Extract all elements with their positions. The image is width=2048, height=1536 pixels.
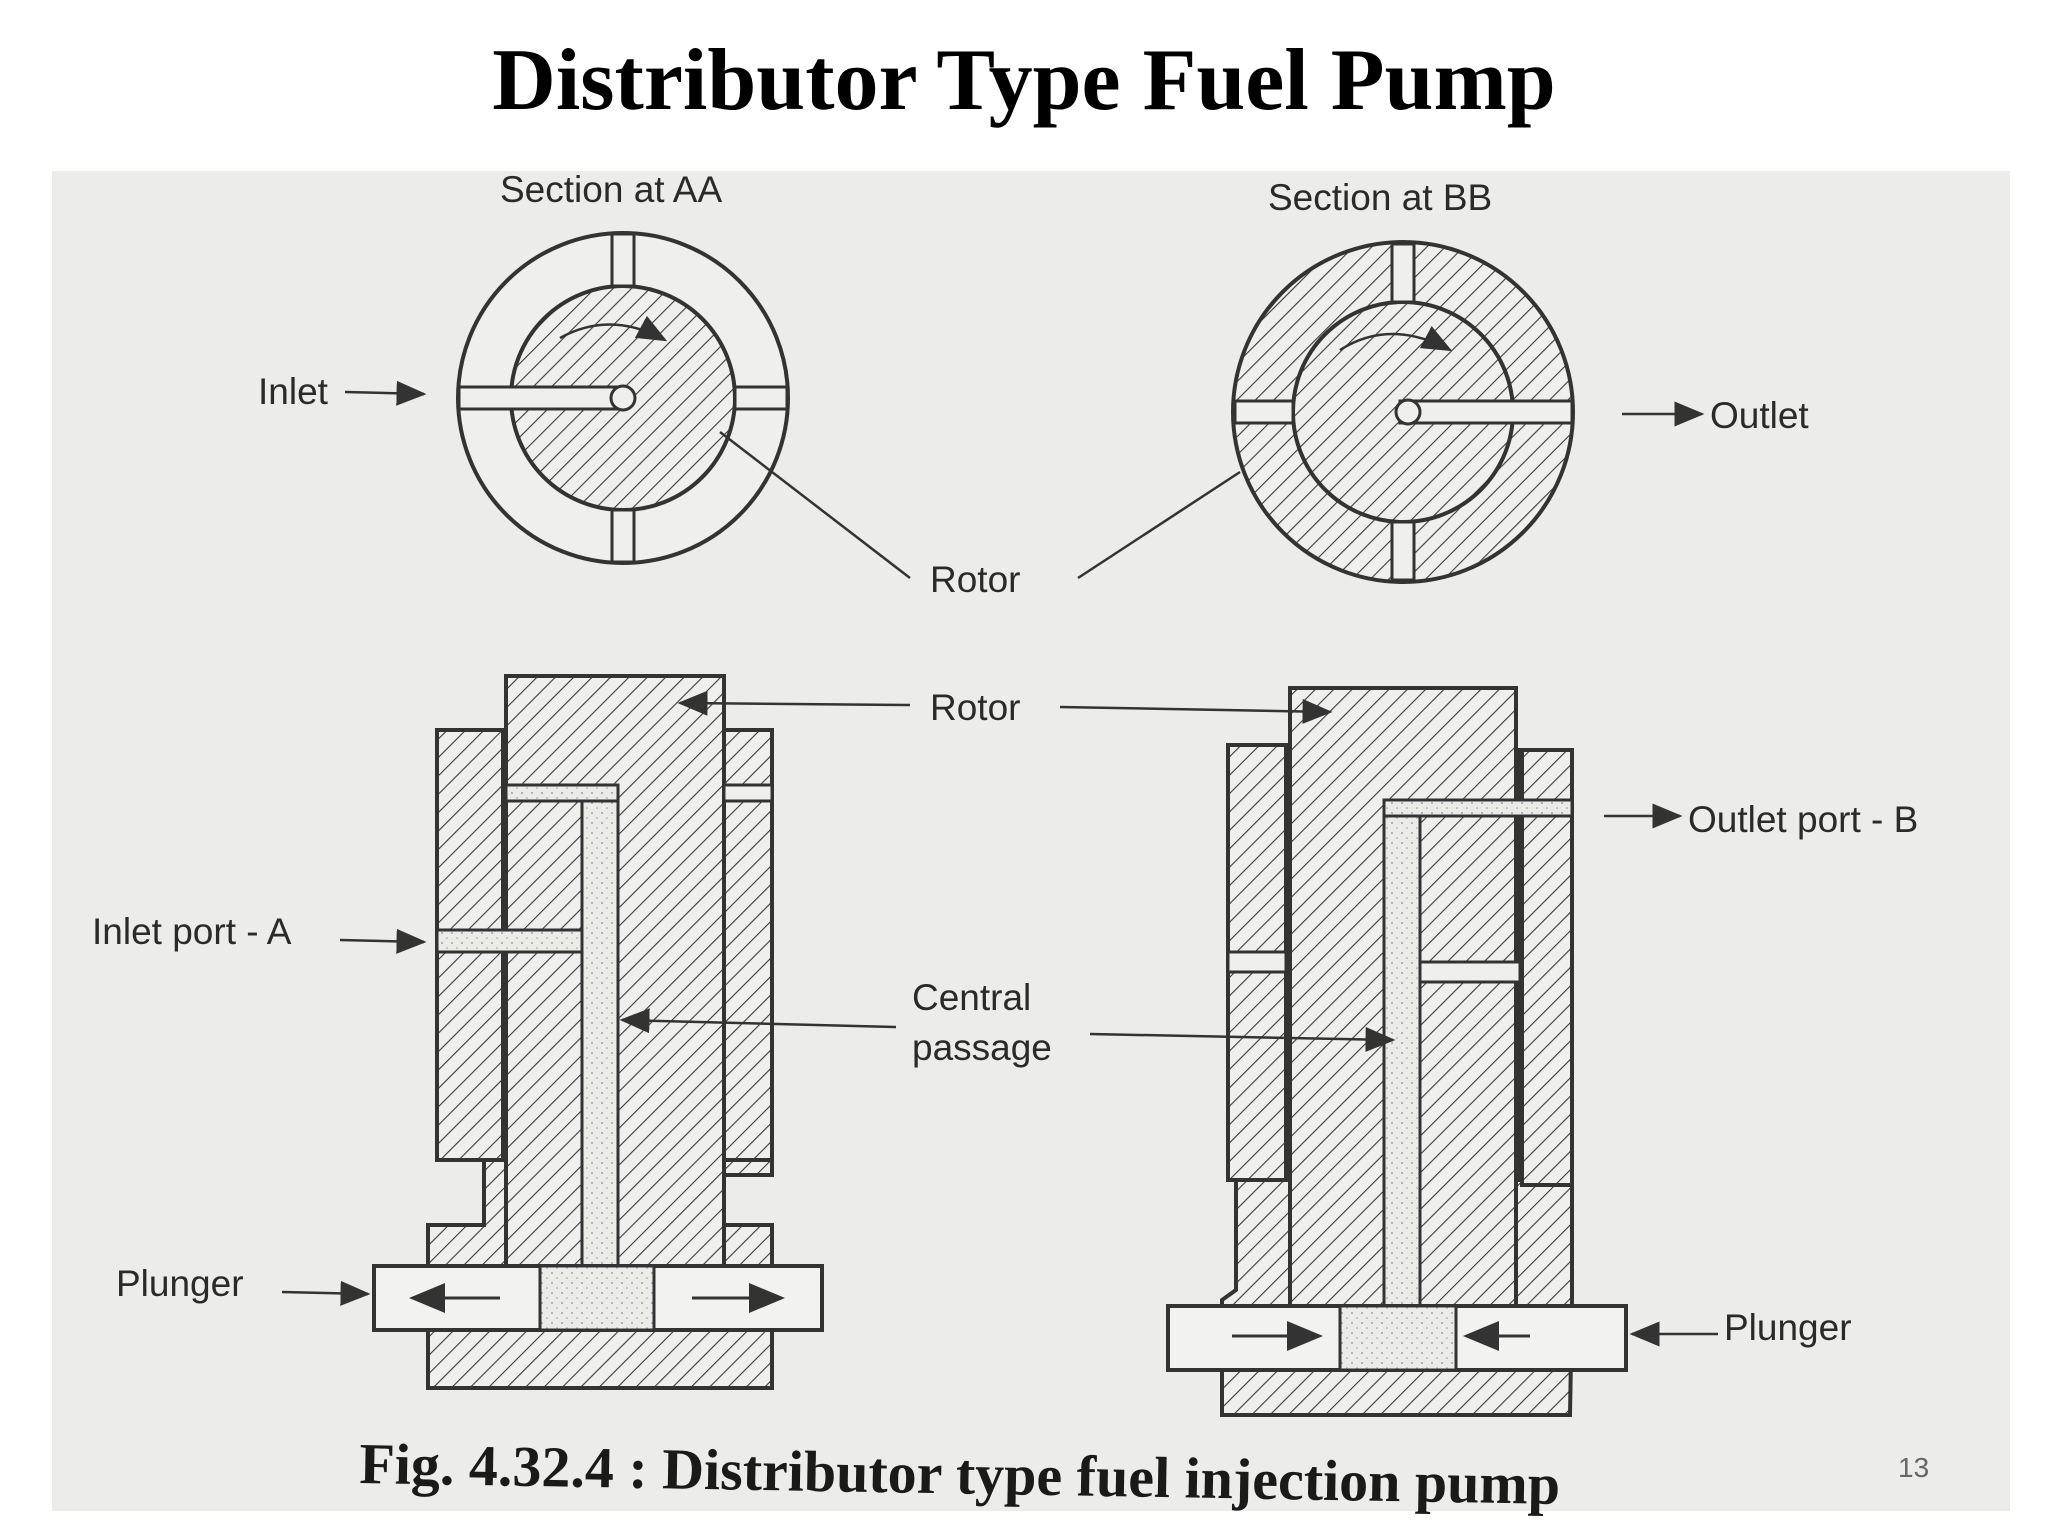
inlet-label: Inlet: [258, 371, 329, 412]
section-bb-label: Section at BB: [1268, 177, 1492, 218]
rotor-label-mid: Rotor: [930, 687, 1020, 728]
left-longitudinal-section: [372, 674, 824, 1390]
central-passage-label-line2: passage: [912, 1027, 1052, 1068]
plunger-label-right: Plunger: [1724, 1307, 1852, 1348]
slide-title: Distributor Type Fuel Pump: [492, 32, 1556, 129]
outlet-port-b-label: Outlet port - B: [1688, 799, 1918, 840]
page-number: 13: [1898, 1452, 1930, 1483]
section-bb-view: [1231, 240, 1575, 584]
inlet-port-a-label: Inlet port - A: [92, 911, 292, 952]
plunger-label-left: Plunger: [116, 1263, 244, 1304]
right-longitudinal-section: [1166, 686, 1628, 1417]
leader-lines: [281, 380, 1718, 1347]
outlet-label: Outlet: [1710, 395, 1809, 436]
section-aa-view: [456, 231, 790, 565]
central-passage-label-line1: Central: [912, 977, 1031, 1018]
rotor-label-top: Rotor: [930, 559, 1020, 600]
section-aa-label: Section at AA: [500, 169, 722, 210]
